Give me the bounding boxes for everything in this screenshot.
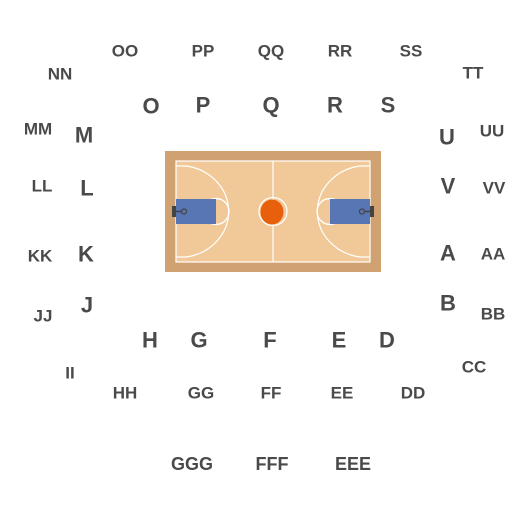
section-K[interactable]: K (78, 242, 94, 267)
section-AA[interactable]: AA (481, 245, 506, 264)
section-M-label: M (75, 123, 93, 148)
section-R-label: R (327, 93, 343, 118)
section-GG-label: GG (188, 384, 214, 403)
section-R[interactable]: R (327, 93, 343, 118)
section-HH[interactable]: HH (113, 384, 138, 403)
section-G[interactable]: G (190, 328, 207, 353)
section-E[interactable]: E (332, 328, 347, 353)
section-NN-label: NN (48, 65, 73, 84)
section-BB-label: BB (481, 305, 506, 324)
right-hoop (358, 206, 374, 217)
section-PP[interactable]: PP (192, 42, 215, 61)
section-II-label: II (65, 364, 74, 383)
section-CC-label: CC (462, 358, 487, 377)
section-FF-label: FF (261, 384, 282, 403)
section-S[interactable]: S (381, 93, 396, 118)
section-TT[interactable]: TT (463, 64, 484, 83)
section-Q-label: Q (262, 93, 279, 118)
section-BB[interactable]: BB (481, 305, 506, 324)
section-QQ-label: QQ (258, 42, 284, 61)
section-VV[interactable]: VV (483, 179, 506, 198)
section-O[interactable]: O (142, 94, 159, 119)
section-EEE-label: EEE (335, 454, 371, 474)
section-FFF-label: FFF (256, 454, 289, 474)
section-E-label: E (332, 328, 347, 353)
section-MM[interactable]: MM (24, 120, 52, 139)
section-OO[interactable]: OO (112, 42, 138, 61)
section-M[interactable]: M (75, 123, 93, 148)
section-FFF[interactable]: FFF (256, 454, 289, 474)
section-AA-label: AA (481, 245, 506, 264)
section-UU-label: UU (480, 122, 505, 141)
section-PP-label: PP (192, 42, 215, 61)
section-II[interactable]: II (65, 364, 74, 383)
section-L-label: L (80, 176, 93, 201)
section-FF[interactable]: FF (261, 384, 282, 403)
section-B-label: B (440, 291, 456, 316)
section-K-label: K (78, 242, 94, 267)
right-paint (330, 199, 370, 224)
section-U-label: U (439, 125, 455, 150)
section-D[interactable]: D (379, 328, 395, 353)
section-J-label: J (81, 293, 93, 318)
section-SS[interactable]: SS (400, 42, 423, 61)
section-GGG[interactable]: GGG (171, 454, 213, 474)
ball-icon (260, 199, 284, 225)
section-F-label: F (263, 328, 276, 353)
section-NN[interactable]: NN (48, 65, 73, 84)
section-EE[interactable]: EE (331, 384, 354, 403)
left-paint (176, 199, 216, 224)
section-S-label: S (381, 93, 396, 118)
basketball-court (165, 151, 381, 272)
section-G-label: G (190, 328, 207, 353)
left-ft-arc (215, 197, 230, 226)
section-O-label: O (142, 94, 159, 119)
section-OO-label: OO (112, 42, 138, 61)
section-QQ[interactable]: QQ (258, 42, 284, 61)
section-SS-label: SS (400, 42, 423, 61)
section-CC[interactable]: CC (462, 358, 487, 377)
section-P-label: P (196, 93, 211, 118)
section-B[interactable]: B (440, 291, 456, 316)
section-JJ[interactable]: JJ (34, 307, 53, 326)
section-EE-label: EE (331, 384, 354, 403)
right-ft-arc (316, 197, 331, 226)
section-GGG-label: GGG (171, 454, 213, 474)
section-D-label: D (379, 328, 395, 353)
section-TT-label: TT (463, 64, 484, 83)
section-RR[interactable]: RR (328, 42, 353, 61)
section-LL-label: LL (32, 177, 53, 196)
section-A[interactable]: A (440, 241, 456, 266)
section-JJ-label: JJ (34, 307, 53, 326)
section-RR-label: RR (328, 42, 353, 61)
section-DD-label: DD (401, 384, 426, 403)
section-VV-label: VV (483, 179, 506, 198)
section-LL[interactable]: LL (32, 177, 53, 196)
section-V[interactable]: V (441, 174, 456, 199)
section-KK-label: KK (28, 247, 53, 266)
section-EEE[interactable]: EEE (335, 454, 371, 474)
section-V-label: V (441, 174, 456, 199)
section-KK[interactable]: KK (28, 247, 53, 266)
section-HH-label: HH (113, 384, 138, 403)
section-MM-label: MM (24, 120, 52, 139)
section-J[interactable]: J (81, 293, 93, 318)
section-L[interactable]: L (80, 176, 93, 201)
section-U[interactable]: U (439, 125, 455, 150)
section-Q[interactable]: Q (262, 93, 279, 118)
section-A-label: A (440, 241, 456, 266)
left-hoop (172, 206, 188, 217)
section-UU[interactable]: UU (480, 122, 505, 141)
section-H[interactable]: H (142, 328, 158, 353)
section-DD[interactable]: DD (401, 384, 426, 403)
section-H-label: H (142, 328, 158, 353)
section-GG[interactable]: GG (188, 384, 214, 403)
section-F[interactable]: F (263, 328, 276, 353)
section-P[interactable]: P (196, 93, 211, 118)
